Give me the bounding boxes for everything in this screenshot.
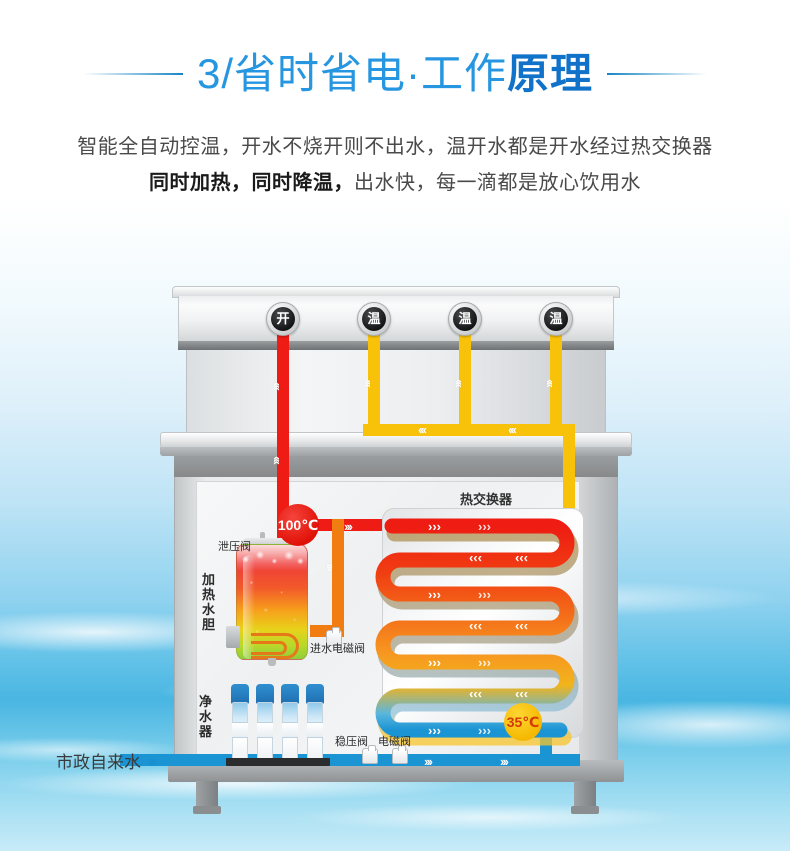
water-filter-cartridge bbox=[231, 684, 249, 764]
subtitle-line-2-bold: 同时加热，同时降温， bbox=[149, 172, 354, 194]
header: 3/省时省电·工作原理 智能全自动控温，开水不烧开则不出水，温开水都是开水经过热… bbox=[0, 0, 790, 215]
faucet-button-warm-1[interactable]: 温 bbox=[357, 302, 391, 336]
subtitle-line-2-rest: 出水快，每一滴都是放心饮用水 bbox=[354, 172, 641, 194]
pipe-boiling-riser bbox=[277, 330, 289, 558]
water-filter-cartridge bbox=[306, 684, 324, 764]
title-rule-right bbox=[607, 73, 708, 75]
faucet-label: 温 bbox=[453, 307, 477, 331]
pipe-warm-riser-1 bbox=[368, 330, 380, 430]
heating-element-coil bbox=[251, 633, 299, 659]
svg-text:›››: ››› bbox=[478, 519, 491, 534]
filter-label-band bbox=[282, 722, 298, 738]
page-title-text: 3/省时省电·工作原理 bbox=[197, 49, 593, 99]
title-rule-left bbox=[82, 73, 183, 75]
label-heating-tank: 加热水胆 bbox=[202, 572, 216, 632]
cabinet-foot-left bbox=[193, 806, 221, 814]
svg-text:›››: ››› bbox=[515, 620, 528, 635]
subtitle-line-1: 智能全自动控温，开水不烧开则不出水，温开水都是开水经过热交换器 bbox=[77, 136, 713, 158]
subtitle-line-2: 同时加热，同时降温，出水快，每一滴都是放心饮用水 bbox=[0, 166, 790, 195]
pipe-cold-supply-main bbox=[120, 754, 580, 766]
pipe-warm-riser-2 bbox=[459, 330, 471, 430]
faucet-button-warm-3[interactable]: 温 bbox=[539, 302, 573, 336]
faucet-button-warm-2[interactable]: 温 bbox=[448, 302, 482, 336]
label-solenoid-valve: 电磁阀 bbox=[378, 736, 411, 748]
label-inlet-solenoid-valve: 进水电磁阀 bbox=[310, 643, 365, 655]
heat-exchanger-coil: ››› ››› ››› ››› ››› ››› ››› ››› ››› ››› … bbox=[375, 518, 579, 746]
water-filter-cartridge bbox=[256, 684, 274, 764]
pipe-warm-manifold bbox=[363, 424, 575, 436]
counter-shelf-lip bbox=[160, 447, 632, 456]
svg-text:›››: ››› bbox=[469, 620, 482, 635]
page-title-normal: 3/省时省电·工作 bbox=[196, 50, 507, 97]
cabinet-foot-right bbox=[571, 806, 599, 814]
pressure-regulating-valve-icon bbox=[362, 745, 378, 764]
svg-text:›››: ››› bbox=[428, 723, 441, 738]
upper-back-panel bbox=[186, 350, 606, 436]
cabinet-leg-left bbox=[196, 781, 218, 809]
heat-exchanger-label: 热交换器 bbox=[459, 492, 513, 507]
faucet-label: 温 bbox=[362, 307, 386, 331]
tank-foam bbox=[237, 545, 307, 571]
svg-text:›››: ››› bbox=[469, 688, 482, 703]
svg-text:›››: ››› bbox=[515, 688, 528, 703]
heating-element-coil-inner bbox=[251, 641, 287, 655]
svg-text:›››: ››› bbox=[515, 552, 528, 567]
svg-text:›››: ››› bbox=[478, 587, 491, 602]
svg-text:›››: ››› bbox=[428, 655, 441, 670]
tank-heater-flange bbox=[226, 626, 240, 648]
page-title: 3/省时省电·工作原理 bbox=[0, 46, 790, 102]
label-relief-valve: 泄压阀 bbox=[218, 541, 251, 553]
water-filter-cartridge bbox=[281, 684, 299, 764]
filter-label-band bbox=[232, 722, 248, 738]
inlet-solenoid-valve-icon bbox=[326, 627, 342, 646]
heating-tank bbox=[226, 532, 308, 666]
filter-cap bbox=[281, 684, 299, 704]
svg-text:›››: ››› bbox=[428, 519, 441, 534]
filter-label-band bbox=[307, 722, 323, 738]
temperature-badge-cool: 35℃ bbox=[504, 703, 542, 741]
filter-cap bbox=[231, 684, 249, 704]
cabinet-leg-right bbox=[574, 781, 596, 809]
page-title-bold: 原理 bbox=[507, 50, 594, 97]
solenoid-valve-icon bbox=[392, 745, 408, 764]
temperature-badge-hot: 100℃ bbox=[277, 504, 319, 546]
faucet-label: 开 bbox=[271, 307, 295, 331]
filter-mounting-base bbox=[226, 758, 330, 766]
label-pressure-regulating-valve: 稳压阀 bbox=[335, 736, 368, 748]
faucet-label: 温 bbox=[544, 307, 568, 331]
label-municipal-tap-water: 市政自来水 bbox=[56, 753, 141, 772]
hood-shadow-band bbox=[178, 341, 614, 350]
filter-cap bbox=[256, 684, 274, 704]
cabinet-top-band bbox=[174, 455, 618, 477]
pipe-warm-riser-3 bbox=[550, 330, 562, 430]
tank-cap bbox=[242, 538, 302, 548]
svg-text:›››: ››› bbox=[478, 723, 491, 738]
filter-label-band bbox=[257, 722, 273, 738]
faucet-button-boiling[interactable]: 开 bbox=[266, 302, 300, 336]
pipe-orange-downcomer bbox=[332, 519, 344, 637]
filter-cap bbox=[306, 684, 324, 704]
label-water-purifier: 净水器 bbox=[199, 694, 213, 739]
svg-text:›››: ››› bbox=[469, 552, 482, 567]
svg-text:›››: ››› bbox=[478, 655, 491, 670]
tank-body bbox=[236, 544, 308, 660]
svg-text:›››: ››› bbox=[428, 587, 441, 602]
tank-drain bbox=[268, 658, 276, 666]
